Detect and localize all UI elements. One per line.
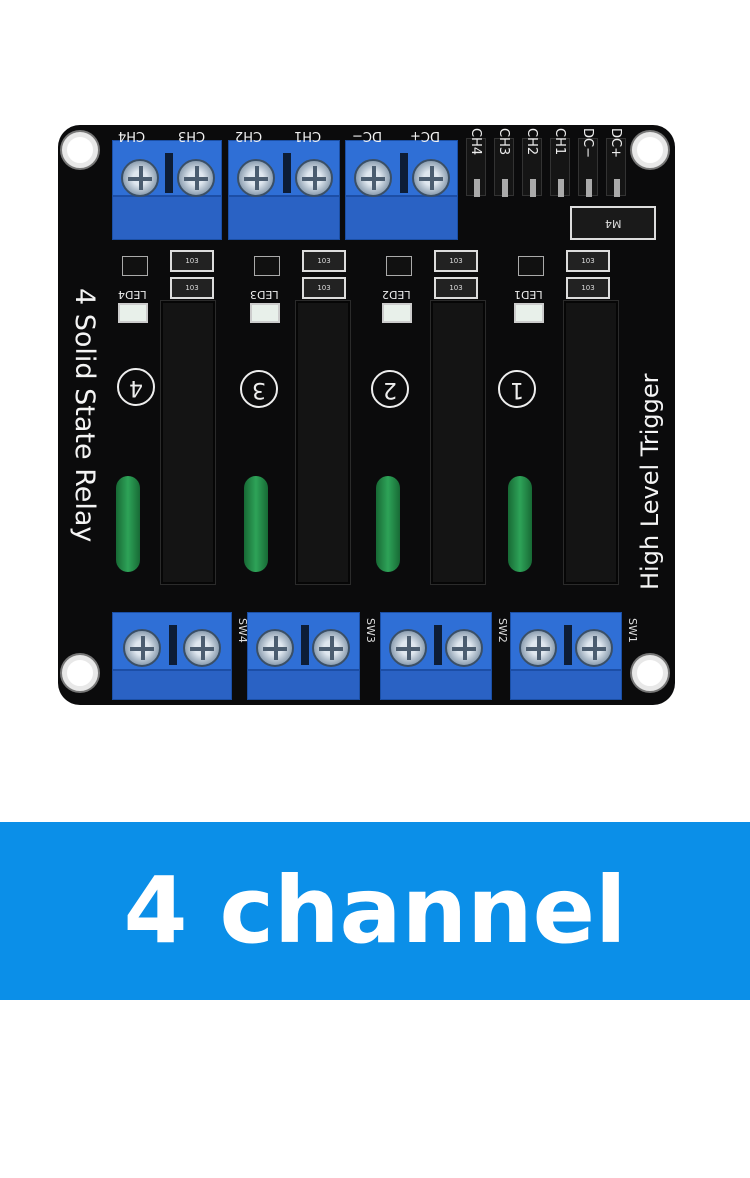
solid-state-relay [295,300,351,585]
channel-number: 3 [240,370,278,408]
smd-resistor: 103 [566,250,610,272]
terminal-block [380,612,492,700]
smd-resistor: 103 [302,250,346,272]
switch-label: SW1 [626,618,639,643]
mounting-hole [62,132,98,168]
led [118,303,148,323]
led-label: LED4 [118,288,147,301]
label-ch3: CH3 [178,128,206,143]
smd-resistor: 103 [434,250,478,272]
mounting-hole [632,655,668,691]
switch-label: SW4 [236,618,249,643]
resistor [508,476,532,572]
terminal-block [112,612,232,700]
trigger-label: High Level Trigger [636,373,664,590]
led-label: LED1 [514,288,543,301]
terminal-block [112,140,222,240]
mounting-hole [632,132,668,168]
switch-label: SW3 [364,618,377,643]
banner-text: 4 channel high [123,857,627,1142]
terminal-block [228,140,340,240]
terminal-block [247,612,360,700]
led-label: LED3 [250,288,279,301]
smd-resistor: 103 [434,277,478,299]
channel-number: 4 [117,368,155,406]
terminal-block [345,140,458,240]
header-label: CH1 [552,128,567,156]
label-ch1: CH1 [294,128,322,143]
switch-label: SW2 [496,618,509,643]
solid-state-relay [160,300,216,585]
header-label: DC− [580,128,595,158]
label-dc-minus: DC− [352,128,382,143]
terminal-block [510,612,622,700]
channel-number: 2 [371,370,409,408]
label-ch2: CH2 [235,128,263,143]
transistor [254,256,280,276]
label-ch4: CH4 [118,128,146,143]
solid-state-relay [430,300,486,585]
smd-resistor: 103 [170,277,214,299]
header-label: CH3 [496,128,511,156]
transistor [122,256,148,276]
board-title: 4 Solid State Relay [69,288,100,543]
label-dc-plus: DC+ [410,128,440,143]
resistor [116,476,140,572]
smd-resistor: 103 [302,277,346,299]
resistor [244,476,268,572]
led [250,303,280,323]
transistor [518,256,544,276]
header-label: DC+ [608,128,623,158]
header-label: CH4 [468,128,483,156]
channel-number: 1 [498,370,536,408]
smd-resistor: 103 [566,277,610,299]
banner: 4 channel high [0,822,750,1142]
led-label: LED2 [382,288,411,301]
resistor [376,476,400,572]
pin-header [462,128,627,198]
mounting-hole [62,655,98,691]
header-label: CH2 [524,128,539,156]
solid-state-relay [563,300,619,585]
led [382,303,412,323]
diode: M4 [570,206,656,240]
transistor [386,256,412,276]
smd-resistor: 103 [170,250,214,272]
led [514,303,544,323]
